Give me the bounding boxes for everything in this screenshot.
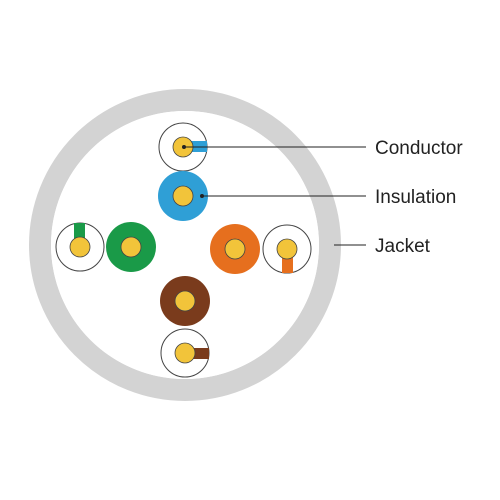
- brown-solid-wire: [160, 276, 210, 326]
- green-solid-conductor: [120, 236, 142, 258]
- jacket-label: Jacket: [375, 236, 431, 257]
- insulation-label: Insulation: [375, 187, 456, 208]
- orange-striped-wire: [262, 224, 312, 274]
- orange-solid-conductor: [224, 238, 246, 260]
- green-striped-wire: [55, 222, 105, 272]
- brown-solid-conductor: [174, 290, 196, 312]
- green-striped-conductor: [69, 236, 91, 258]
- blue-solid-conductor: [172, 185, 194, 207]
- orange-striped-conductor: [276, 238, 298, 260]
- brown-striped-wire: [160, 328, 210, 378]
- brown-striped-conductor: [174, 342, 196, 364]
- cable-interior: [51, 111, 319, 379]
- jacket-ring: [29, 89, 341, 401]
- orange-solid-wire: [210, 224, 260, 274]
- conductor-leader-dot: [182, 145, 186, 149]
- green-stripe: [74, 223, 85, 247]
- insulation-leader-dot: [200, 194, 204, 198]
- blue-solid-wire: [158, 171, 208, 221]
- conductor-label: Conductor: [375, 138, 463, 159]
- orange-stripe: [282, 249, 293, 273]
- green-solid-wire: [106, 222, 156, 272]
- brown-stripe: [185, 348, 209, 359]
